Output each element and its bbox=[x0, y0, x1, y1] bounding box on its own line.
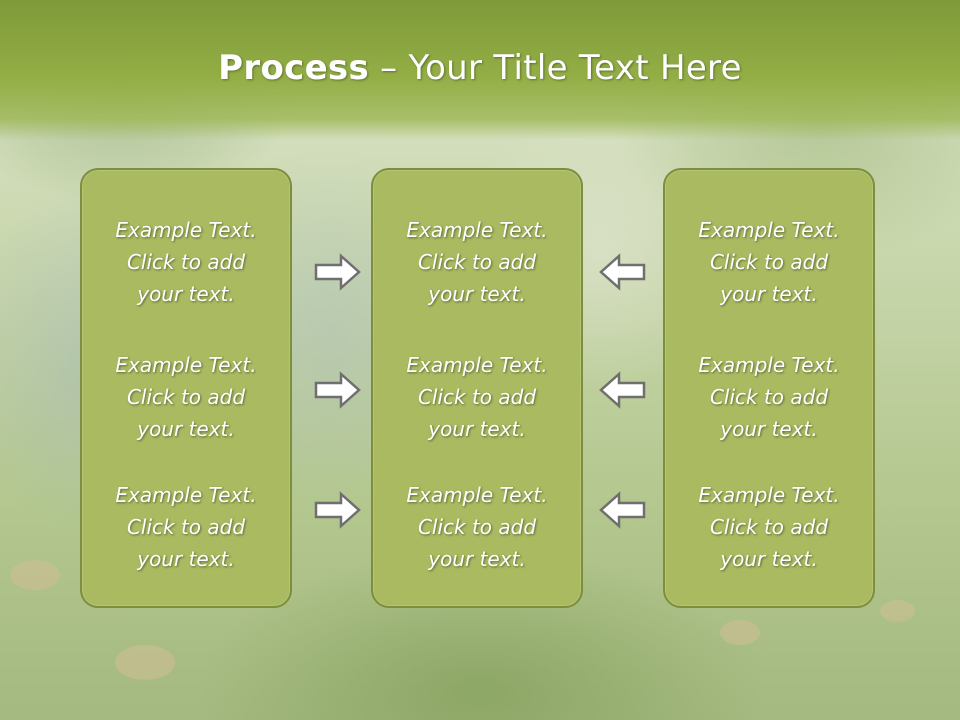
left-arrow-icon[interactable] bbox=[598, 252, 646, 292]
text-block[interactable]: Example Text. Click to add your text. bbox=[373, 214, 581, 310]
leaf-decoration bbox=[880, 600, 915, 622]
left-arrow-icon[interactable] bbox=[598, 370, 646, 410]
leaf-decoration bbox=[115, 645, 175, 680]
text-line: your text. bbox=[428, 282, 526, 306]
text-block[interactable]: Example Text. Click to add your text. bbox=[82, 349, 290, 445]
text-line: your text. bbox=[720, 547, 818, 571]
text-line: Click to add bbox=[417, 250, 537, 274]
right-arrow-icon[interactable] bbox=[314, 490, 362, 530]
process-box-right[interactable]: Example Text. Click to add your text. Ex… bbox=[663, 168, 875, 608]
slide-title[interactable]: Process – Your Title Text Here bbox=[0, 48, 960, 88]
left-arrow-icon[interactable] bbox=[598, 490, 646, 530]
process-box-left[interactable]: Example Text. Click to add your text. Ex… bbox=[80, 168, 292, 608]
right-arrow-icon[interactable] bbox=[314, 252, 362, 292]
text-line: your text. bbox=[137, 547, 235, 571]
text-line: Click to add bbox=[417, 515, 537, 539]
text-line: Example Text. bbox=[406, 218, 548, 242]
text-block[interactable]: Example Text. Click to add your text. bbox=[665, 214, 873, 310]
text-line: Click to add bbox=[126, 515, 246, 539]
text-line: your text. bbox=[428, 547, 526, 571]
title-bar bbox=[0, 0, 960, 140]
text-block[interactable]: Example Text. Click to add your text. bbox=[665, 349, 873, 445]
text-block[interactable]: Example Text. Click to add your text. bbox=[665, 479, 873, 575]
text-line: Example Text. bbox=[406, 483, 548, 507]
text-block[interactable]: Example Text. Click to add your text. bbox=[82, 479, 290, 575]
text-line: Example Text. bbox=[698, 353, 840, 377]
text-line: Example Text. bbox=[115, 483, 257, 507]
text-line: Click to add bbox=[709, 385, 829, 409]
text-line: Click to add bbox=[709, 250, 829, 274]
leaf-decoration bbox=[10, 560, 60, 590]
title-rest: – Your Title Text Here bbox=[369, 48, 742, 88]
text-line: Example Text. bbox=[406, 353, 548, 377]
text-line: Example Text. bbox=[115, 353, 257, 377]
text-line: Click to add bbox=[126, 385, 246, 409]
text-line: Click to add bbox=[709, 515, 829, 539]
process-box-center[interactable]: Example Text. Click to add your text. Ex… bbox=[371, 168, 583, 608]
text-line: Example Text. bbox=[115, 218, 257, 242]
right-arrow-icon[interactable] bbox=[314, 370, 362, 410]
text-block[interactable]: Example Text. Click to add your text. bbox=[82, 214, 290, 310]
text-block[interactable]: Example Text. Click to add your text. bbox=[373, 479, 581, 575]
text-line: Click to add bbox=[417, 385, 537, 409]
title-bold: Process bbox=[218, 48, 370, 88]
text-line: your text. bbox=[720, 282, 818, 306]
text-line: your text. bbox=[428, 417, 526, 441]
text-line: your text. bbox=[720, 417, 818, 441]
text-line: Example Text. bbox=[698, 218, 840, 242]
text-block[interactable]: Example Text. Click to add your text. bbox=[373, 349, 581, 445]
leaf-decoration bbox=[720, 620, 760, 645]
text-line: Example Text. bbox=[698, 483, 840, 507]
text-line: your text. bbox=[137, 417, 235, 441]
text-line: your text. bbox=[137, 282, 235, 306]
text-line: Click to add bbox=[126, 250, 246, 274]
